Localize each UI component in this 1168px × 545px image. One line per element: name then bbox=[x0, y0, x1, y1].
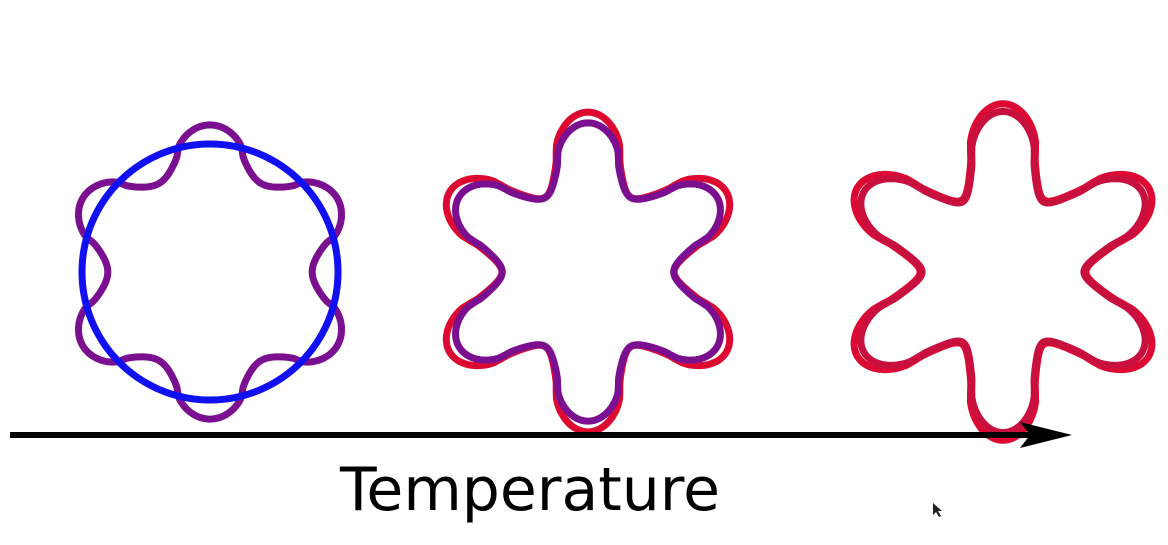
stage-3-inner-star bbox=[857, 107, 1149, 437]
stage-2-outer-star bbox=[442, 108, 734, 436]
stage-1-wavy-shape bbox=[74, 121, 346, 423]
axis-label: Temperature bbox=[339, 455, 720, 525]
stage-2-group bbox=[442, 108, 734, 436]
temperature-arrow bbox=[10, 422, 1072, 448]
stage-3-group bbox=[850, 100, 1156, 444]
stage-2-inner-star bbox=[452, 119, 724, 425]
stage-1-group bbox=[74, 121, 346, 423]
mouse-cursor-icon bbox=[933, 503, 942, 517]
stage-1-circle-shape bbox=[78, 140, 342, 404]
arrow-head bbox=[1020, 422, 1072, 448]
stage-3-outer-star bbox=[850, 100, 1156, 444]
